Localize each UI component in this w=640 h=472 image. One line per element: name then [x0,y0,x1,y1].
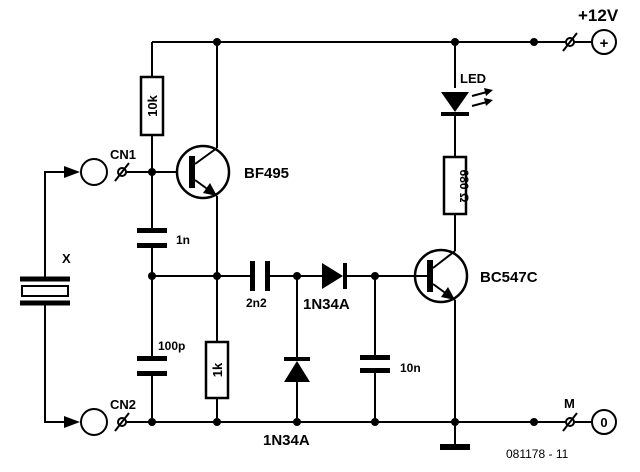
cn1-label: CN1 [110,147,136,162]
bf495-label: BF495 [244,165,289,182]
resistor-10k: 10k [139,75,165,137]
resistor-1k: 1k [204,340,230,400]
junction-dots [148,38,538,426]
connector-cn1: CN1 [80,147,136,186]
cn2-label: CN2 [110,397,136,412]
resistor-10k-value: 10k [145,94,160,116]
diode-1n34a-series: 1N34A [303,263,350,313]
ground-bar [440,444,470,450]
led: LED [441,71,493,116]
zero-symbol: 0 [600,415,607,430]
figure-reference: 081178 - 11 [506,447,569,461]
diode-1n34a-shunt: 1N34A [263,357,310,449]
transistor-bc547c: BC547C [413,248,538,304]
capacitor-1n: 1n [137,228,190,248]
bc547c-label: BC547C [480,269,538,286]
capacitor-1n-value: 1n [176,233,190,247]
diode-shunt-label: 1N34A [263,432,310,449]
terminal-plus-12v: + +12V [562,6,619,55]
resistor-680: 680 Ω [442,155,471,216]
wire-arrows [64,166,80,428]
supply-ground-label: M [564,396,575,411]
capacitor-100p-value: 100p [158,339,185,353]
capacitor-10n: 10n [360,355,421,375]
diode-series-label: 1N34A [303,296,350,313]
transistor-bf495: BF495 [175,144,289,200]
resistor-680-value: 680 Ω [457,170,471,203]
crystal-label: X [62,251,71,266]
plus-symbol: + [600,35,609,52]
capacitor-10n-value: 10n [400,361,421,375]
capacitor-2n2: 2n2 [246,261,270,310]
terminal-ground-m: 0 M [562,396,617,435]
led-label: LED [460,71,486,86]
connector-cn2: CN2 [80,397,136,436]
resistor-1k-value: 1k [210,362,225,377]
capacitor-100p: 100p [137,339,185,376]
crystal-x: X [20,251,71,310]
supply-positive-label: +12V [578,6,619,25]
capacitor-2n2-value: 2n2 [246,296,267,310]
